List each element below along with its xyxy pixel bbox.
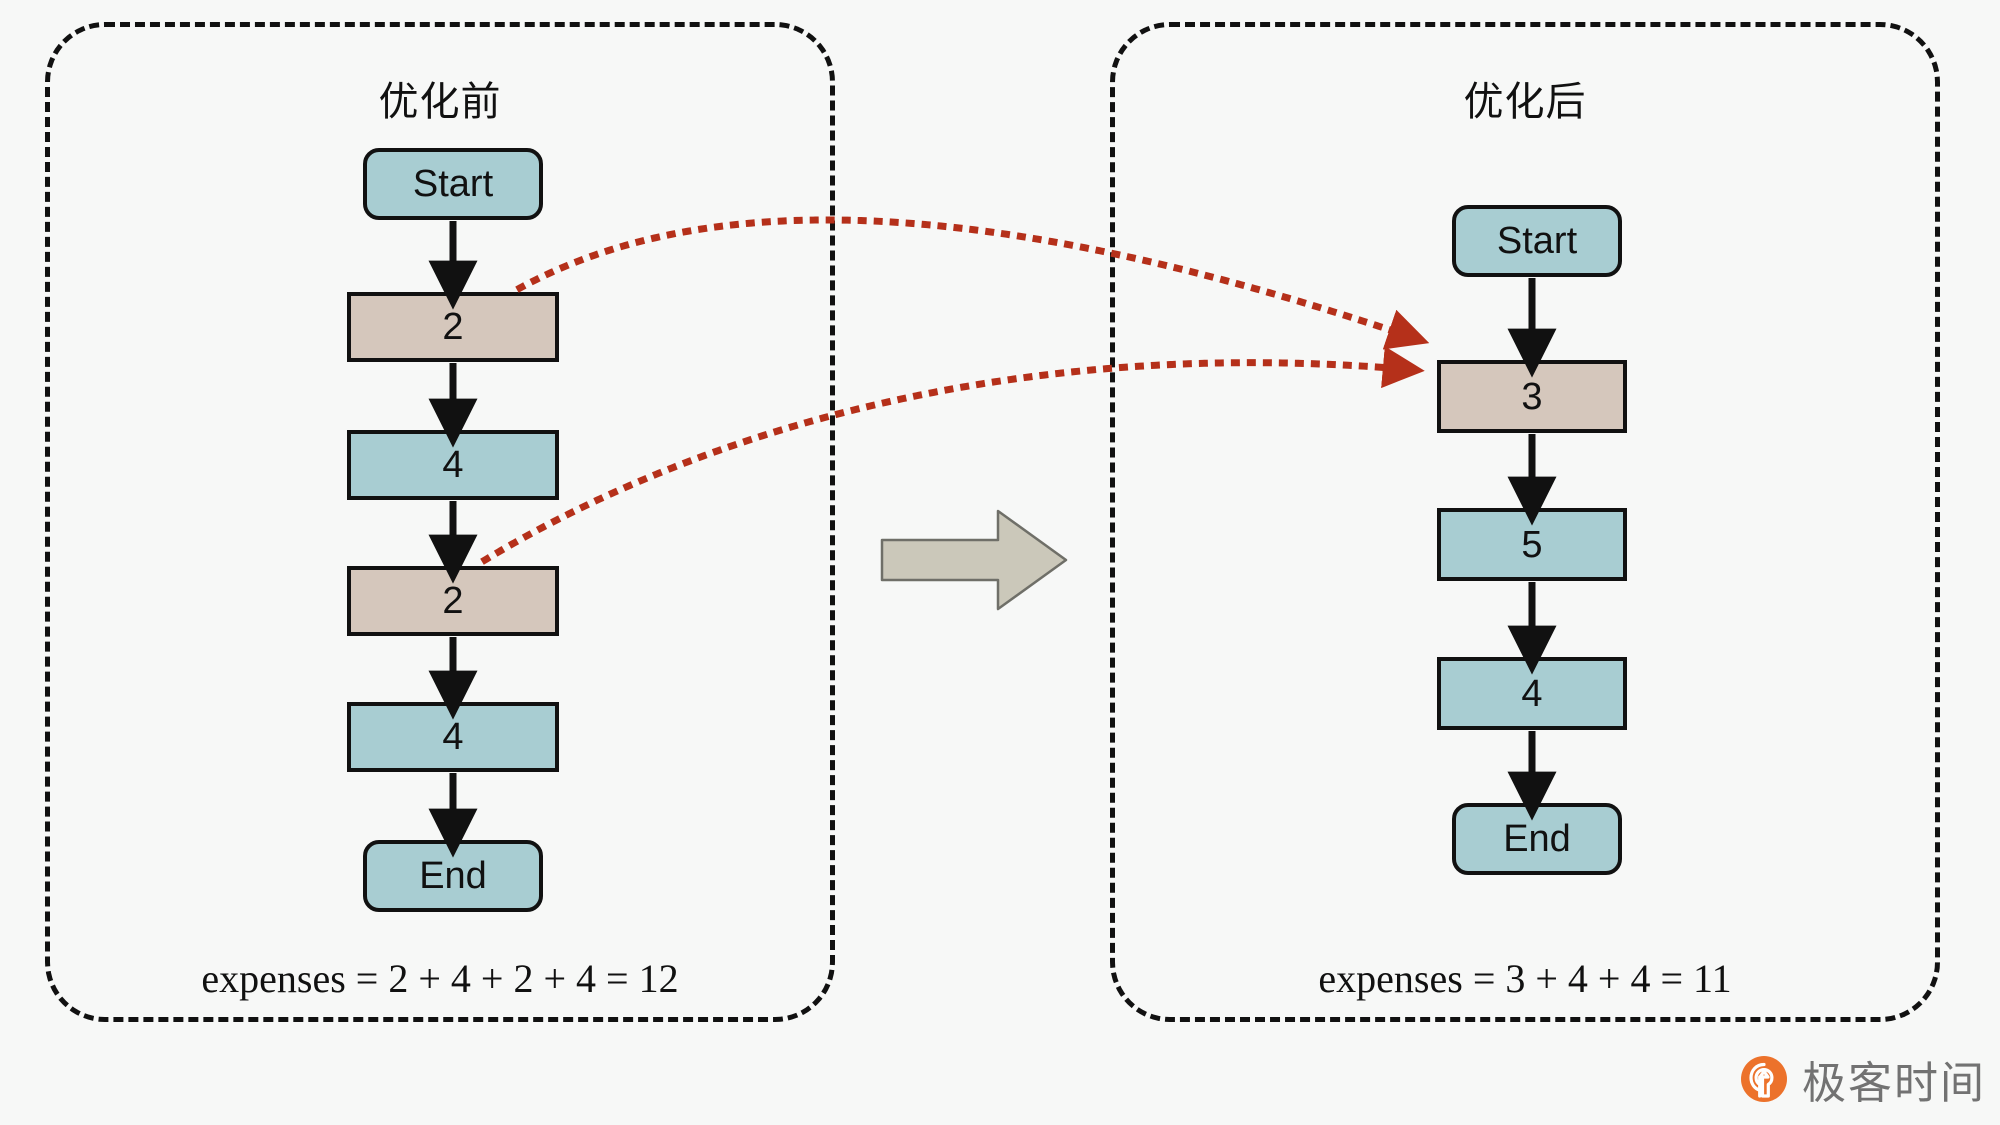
after-node-start[interactable]: Start <box>1452 205 1622 277</box>
after-node-3[interactable]: 3 <box>1437 360 1627 433</box>
expenses-before-label: expenses = 2 + 4 + 2 + 4 = 12 <box>201 956 679 1001</box>
watermark: 极客时间 <box>1736 1047 1986 1111</box>
before-node-start[interactable]: Start <box>363 148 543 220</box>
expenses-after-label: expenses = 3 + 4 + 4 = 11 <box>1318 956 1732 1001</box>
geektime-logo-icon <box>1741 1056 1787 1102</box>
panel-after-optimization: 优化后 <box>1110 22 1940 1022</box>
panel-before-title: 优化前 <box>378 79 502 125</box>
panel-after-title: 优化后 <box>1463 79 1587 125</box>
transformation-arrow-icon <box>880 509 1068 611</box>
watermark-text: 极客时间 <box>1802 1058 1986 1109</box>
